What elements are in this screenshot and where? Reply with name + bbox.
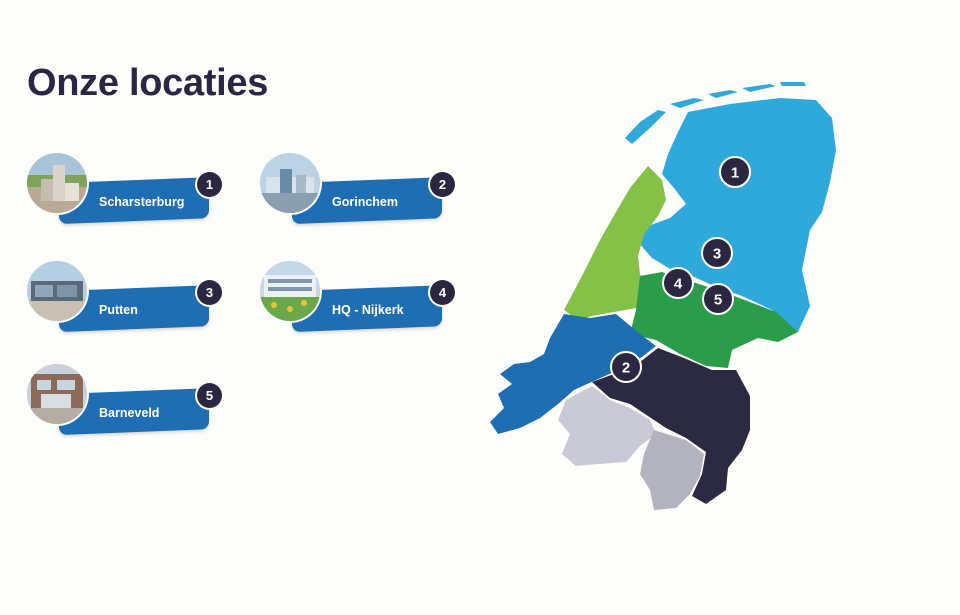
page-title: Onze locaties — [27, 62, 269, 104]
location-number-badge: 1 — [197, 172, 222, 197]
location-card-putten[interactable]: Putten 3 — [27, 261, 227, 341]
map-wadden-islands — [625, 82, 806, 144]
map-marker-1[interactable]: 1 — [719, 156, 751, 188]
svg-text:3: 3 — [713, 246, 721, 263]
location-photo-barneveld — [27, 364, 87, 424]
map-region-south-grey-east — [640, 430, 704, 510]
map-marker-3[interactable]: 3 — [701, 237, 733, 269]
location-card-gorinchem[interactable]: Gorinchem 2 — [260, 153, 460, 233]
svg-text:1: 1 — [731, 165, 739, 182]
location-label: Barneveld — [99, 406, 160, 420]
location-card-hq-nijkerk[interactable]: HQ - Nijkerk 4 — [260, 261, 460, 341]
location-card-barneveld[interactable]: Barneveld 5 — [27, 364, 227, 444]
svg-text:5: 5 — [714, 292, 722, 309]
location-number-badge: 3 — [197, 280, 222, 305]
map-marker-5[interactable]: 5 — [702, 283, 734, 315]
location-label: Putten — [99, 303, 138, 317]
location-number-badge: 5 — [197, 383, 222, 408]
netherlands-map: 1 3 4 5 2 — [490, 82, 836, 510]
svg-text:2: 2 — [622, 360, 630, 377]
location-photo-gorinchem — [260, 153, 320, 213]
location-photo-hq-nijkerk — [260, 261, 320, 321]
svg-text:4: 4 — [674, 276, 683, 293]
location-number-badge: 2 — [430, 172, 455, 197]
location-label: Gorinchem — [332, 195, 398, 209]
location-label: Scharsterburg — [99, 195, 185, 209]
location-number-badge: 4 — [430, 280, 455, 305]
location-photo-putten — [27, 261, 87, 321]
map-region-south-grey-west — [558, 386, 656, 466]
location-label: HQ - Nijkerk — [332, 303, 404, 317]
map-region-south-west — [490, 314, 656, 434]
map-marker-2[interactable]: 2 — [610, 351, 642, 383]
map-region-brabant — [592, 348, 750, 504]
location-card-scharsterburg[interactable]: Scharsterburg 1 — [27, 153, 227, 233]
map-marker-4[interactable]: 4 — [662, 267, 694, 299]
location-photo-scharsterburg — [27, 153, 87, 213]
